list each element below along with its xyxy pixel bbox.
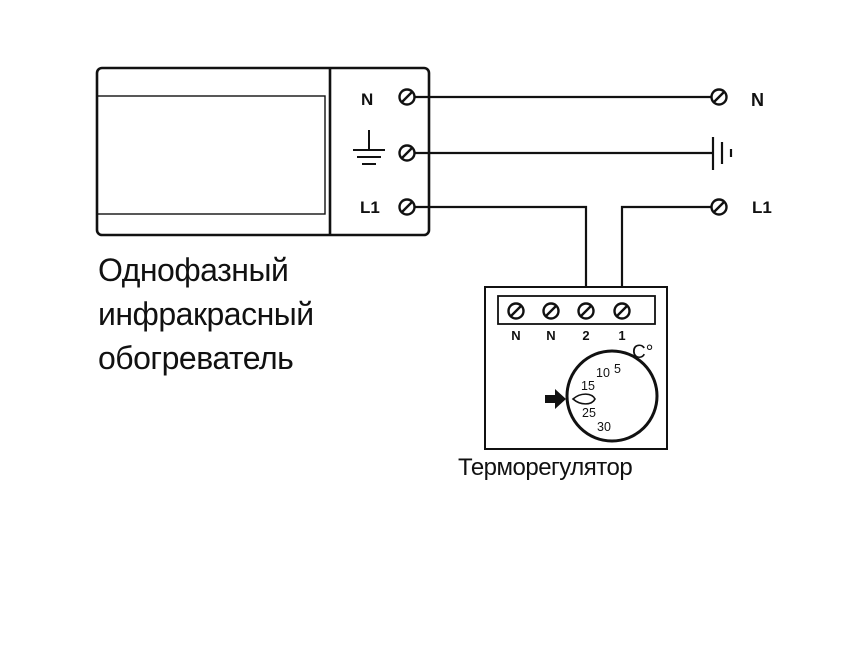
dial-mark: 15 [581,379,595,393]
dial-pointer-icon [571,393,596,405]
heater-label-l1: L1 [360,198,380,217]
dial-pointer-arrow-icon [545,389,566,409]
thermostat-terminal-n1-screw-icon [507,302,525,320]
thermostat-terminal-label: 1 [618,328,625,343]
heater-body [95,66,431,237]
dial-mark: 30 [597,420,611,434]
heater-terminal-ground-screw-icon [398,144,416,162]
dial-mark: 10 [596,366,610,380]
dial-unit: C° [632,342,653,363]
ground-icon [353,130,385,165]
heater-caption-line: Однофазный [98,252,289,288]
thermostat-to-mains-wire [620,205,712,305]
dial-mark: 25 [582,406,596,420]
heater-caption-line: обогреватель [98,340,294,376]
thermostat-terminal-label: 2 [582,328,589,343]
mains-ground-icon [711,137,733,170]
thermostat-terminal-label: N [511,328,520,343]
heater-caption: Однофазный инфракрасный обогреватель [98,248,314,380]
dial-mark: 5 [614,362,621,376]
heater-label-n: N [361,90,373,109]
mains-terminal-n-screw-icon [710,88,728,106]
thermostat-caption: Терморегулятор [458,454,633,481]
mains-terminal-l1-screw-icon [710,198,728,216]
thermostat-terminal-2-screw-icon [577,302,595,320]
mains-label-l1: L1 [752,198,772,217]
heater-terminal-n-screw-icon [398,88,416,106]
thermostat-terminal-n2-screw-icon [542,302,560,320]
heater-caption-line: инфракрасный [98,296,314,332]
thermostat-terminal-1-screw-icon [613,302,631,320]
mains-label-n: N [751,90,764,110]
heater-terminal-l1-screw-icon [398,198,416,216]
thermostat-dial [565,349,659,443]
wires [414,95,713,305]
live-to-thermostat-wire [414,205,588,305]
thermostat-terminal-label: N [546,328,555,343]
